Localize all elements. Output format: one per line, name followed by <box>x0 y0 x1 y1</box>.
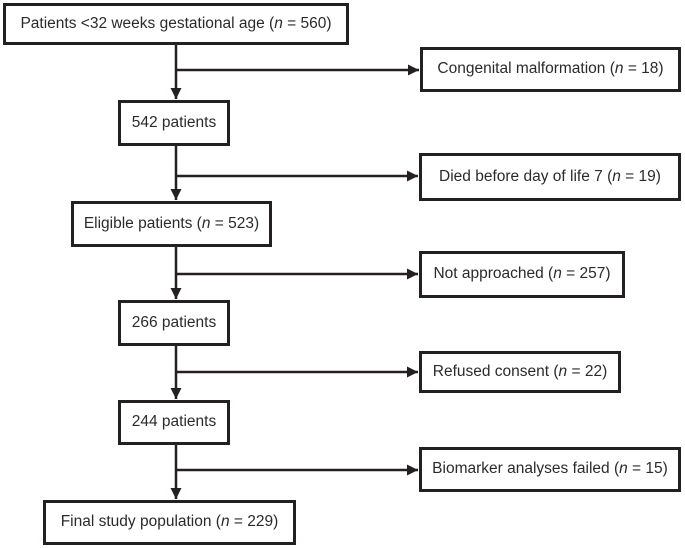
node-exclusion5-label: Biomarker analyses failed (n = 15) <box>432 460 668 478</box>
node-step4-label: 244 patients <box>131 413 217 431</box>
node-exclusion3-label: Not approached (n = 257) <box>433 265 611 283</box>
node-exclusion2-label: Died before day of life 7 (n = 19) <box>439 167 661 185</box>
node-exclusion1-label: Congenital malformation (n = 18) <box>437 60 664 78</box>
node-exclusion-biomarker-failed: Biomarker analyses failed (n = 15) <box>419 447 681 492</box>
node-step3-label: 266 patients <box>131 313 217 331</box>
node-start: Patients <32 weeks gestational age (n = … <box>3 3 349 45</box>
node-step4: 244 patients <box>118 400 230 445</box>
node-exclusion4-label: Refused consent (n = 22) <box>432 362 608 380</box>
node-exclusion-not-approached: Not approached (n = 257) <box>419 251 625 298</box>
node-end: Final study population (n = 229) <box>43 500 296 545</box>
node-exclusion-congenital-malformation: Congenital malformation (n = 18) <box>420 47 681 92</box>
node-start-label: Patients <32 weeks gestational age (n = … <box>20 14 332 32</box>
node-step3: 266 patients <box>118 300 230 346</box>
node-step1-label: 542 patients <box>131 113 217 131</box>
node-exclusion-died-before-day7: Died before day of life 7 (n = 19) <box>419 153 681 201</box>
node-step2-label: Eligible patients (n = 523) <box>83 214 260 232</box>
node-exclusion-refused-consent: Refused consent (n = 22) <box>419 351 621 393</box>
node-end-label: Final study population (n = 229) <box>60 513 279 531</box>
node-step2: Eligible patients (n = 523) <box>71 201 272 247</box>
node-step1: 542 patients <box>118 100 230 146</box>
